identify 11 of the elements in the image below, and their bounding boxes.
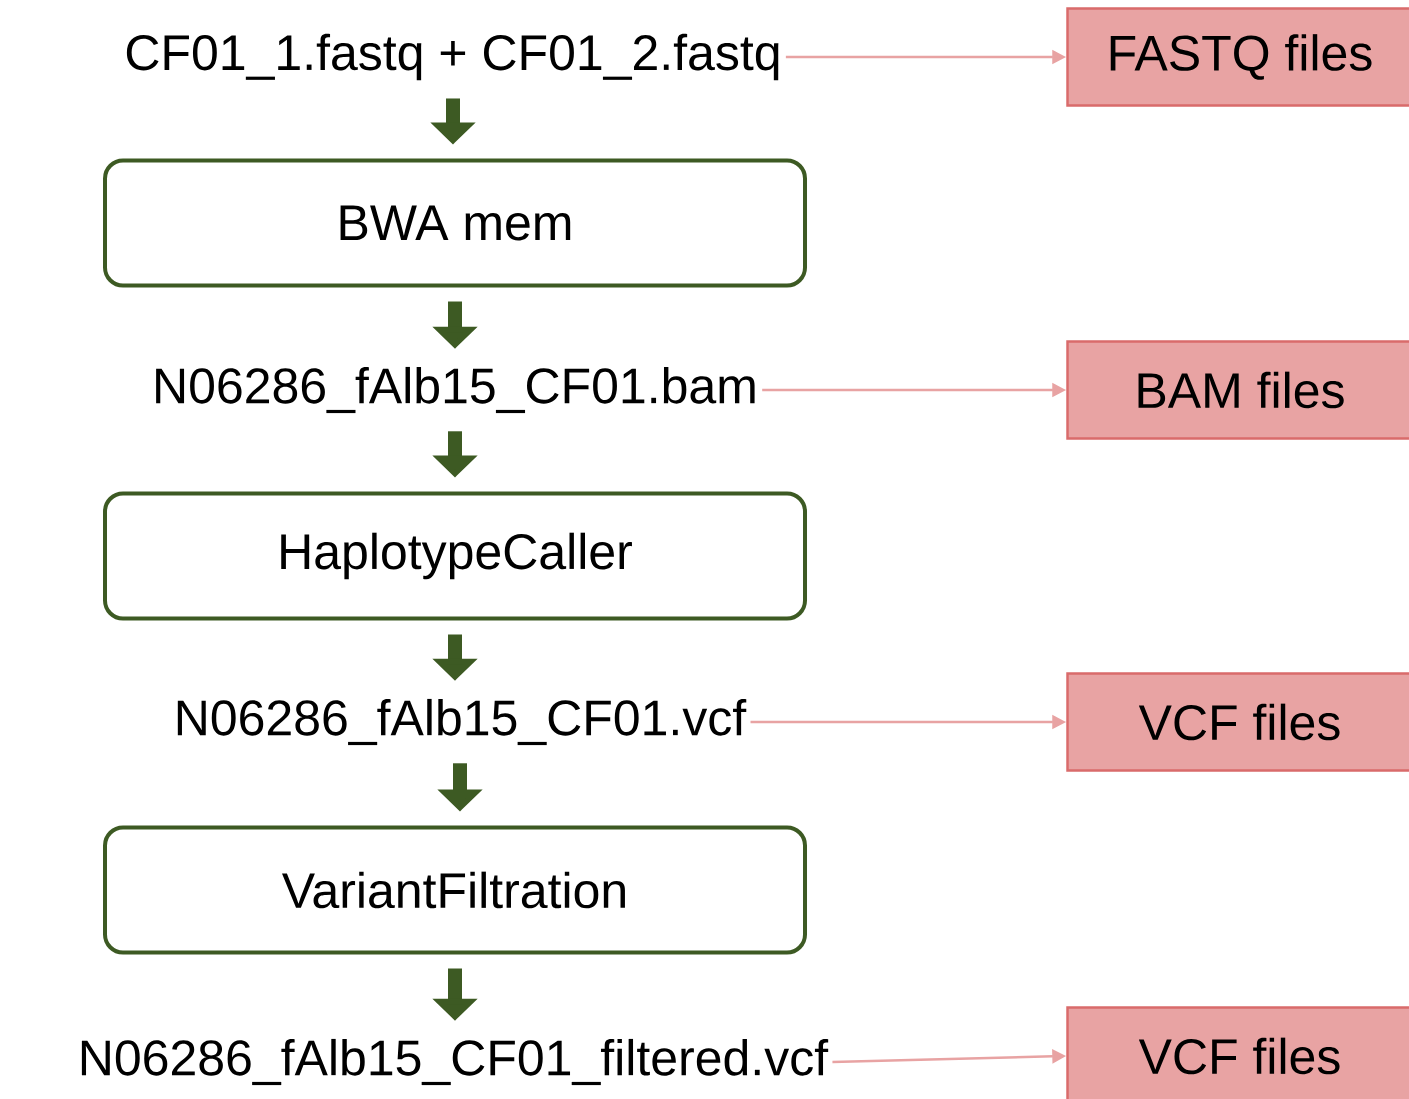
file-type-box: VCF files (1066, 1006, 1409, 1099)
process-box: HaplotypeCaller (103, 491, 807, 621)
file-name: N06286_fAlb15_CF01_filtered.vcf (81, 1038, 829, 1086)
file-type-box: VCF files (1066, 672, 1409, 772)
file-name: N06286_fAlb15_CF01.bam (156, 366, 755, 414)
file-type-box: BAM files (1066, 340, 1409, 440)
process-box: BWA mem (103, 158, 807, 288)
process-box: VariantFiltration (103, 825, 807, 955)
file-type-box: FASTQ files (1066, 7, 1409, 107)
file-name: CF01_1.fastq + CF01_2.fastq (126, 33, 779, 81)
file-name: N06286_fAlb15_CF01.vcf (177, 698, 747, 746)
